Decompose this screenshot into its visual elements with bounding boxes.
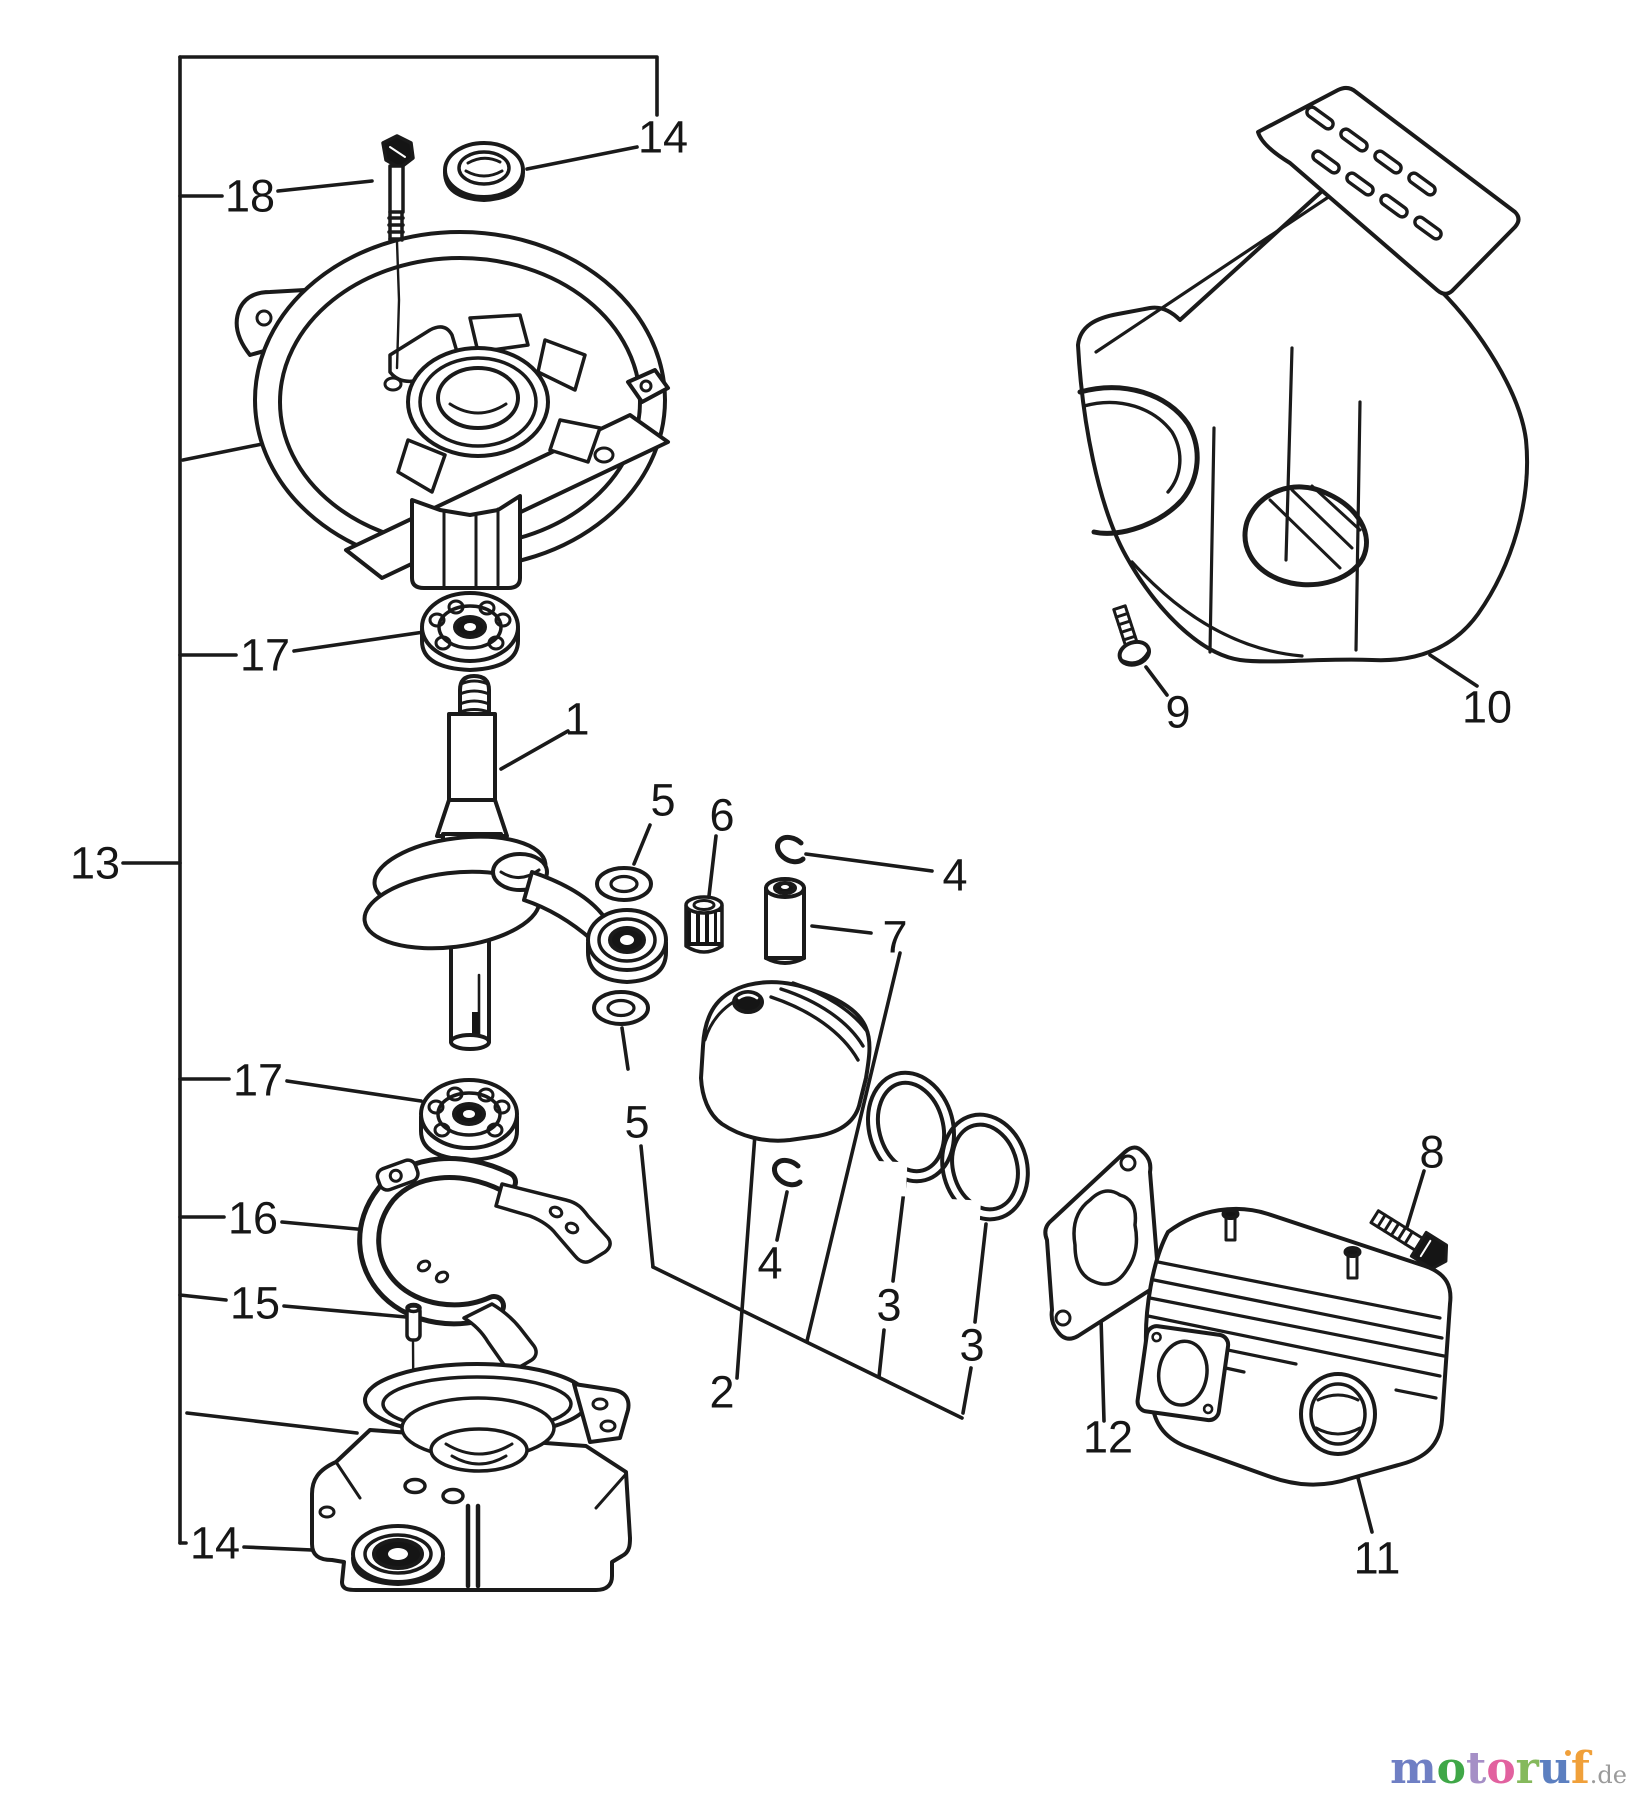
callout-1: 1 bbox=[564, 693, 590, 745]
logo-letter: m bbox=[1390, 1743, 1437, 1794]
piston-pin-7 bbox=[764, 877, 806, 965]
logo-letter: o bbox=[1436, 1743, 1466, 1794]
callout-3-left: 3 bbox=[876, 1279, 902, 1331]
bearing-17-upper bbox=[420, 591, 520, 672]
motoruf-logo: motoruf.de bbox=[1390, 1743, 1627, 1794]
callout-14-bottom: 14 bbox=[189, 1517, 241, 1569]
callout-3-right: 3 bbox=[959, 1319, 985, 1371]
callout-6: 6 bbox=[709, 789, 735, 841]
callout-2: 2 bbox=[709, 1366, 735, 1418]
logo-suffix: .de bbox=[1589, 1761, 1627, 1789]
gasket-12 bbox=[1043, 1145, 1161, 1341]
seal-14-bottom bbox=[351, 1524, 445, 1586]
logo-dot-icon bbox=[1565, 1750, 1571, 1756]
logo-letter: r bbox=[1515, 1743, 1539, 1794]
callout-13: 13 bbox=[69, 837, 121, 889]
needle-bearing-6 bbox=[684, 895, 724, 954]
fan-housing bbox=[234, 230, 670, 590]
piston-ring-3-right bbox=[940, 1112, 1030, 1235]
callout-18: 18 bbox=[224, 170, 276, 222]
callout-14-top: 14 bbox=[637, 111, 689, 163]
piston-ring-3-left bbox=[866, 1070, 956, 1197]
logo-letter: t bbox=[1465, 1743, 1487, 1794]
washer-5-upper bbox=[595, 866, 653, 902]
callout-10: 10 bbox=[1461, 681, 1513, 733]
screw-9 bbox=[1112, 604, 1151, 667]
logo-letter: o bbox=[1486, 1743, 1516, 1794]
callout-17-lower: 17 bbox=[232, 1054, 284, 1106]
muffler-cover-10 bbox=[1076, 85, 1530, 664]
conrod-big-end-bearing bbox=[586, 908, 668, 984]
seal-14-top bbox=[443, 141, 525, 202]
piston-2 bbox=[699, 980, 872, 1143]
callout-8: 8 bbox=[1419, 1126, 1445, 1178]
callout-16: 16 bbox=[227, 1192, 279, 1244]
callout-15: 15 bbox=[229, 1277, 281, 1329]
bolt-18 bbox=[381, 134, 415, 370]
callout-12: 12 bbox=[1082, 1411, 1134, 1463]
bearing-17-lower bbox=[419, 1078, 519, 1162]
callout-7: 7 bbox=[882, 911, 908, 963]
retainer-16 bbox=[357, 1156, 612, 1371]
callout-4-lower: 4 bbox=[757, 1237, 783, 1289]
washer-5-lower bbox=[592, 990, 650, 1026]
crankshaft-1 bbox=[362, 674, 607, 1051]
callout-11: 11 bbox=[1353, 1532, 1401, 1584]
circlip-4-lower bbox=[771, 1157, 803, 1188]
callout-5-upper: 5 bbox=[650, 774, 676, 826]
callout-9: 9 bbox=[1165, 686, 1191, 738]
circlip-4-upper bbox=[774, 834, 806, 865]
callout-4-upper: 4 bbox=[942, 849, 968, 901]
logo-letter: f bbox=[1570, 1743, 1590, 1794]
callout-17-upper: 17 bbox=[239, 629, 291, 681]
callout-lines bbox=[499, 653, 1479, 1534]
bracket-lines bbox=[121, 55, 659, 1554]
bolt-8 bbox=[1369, 1209, 1449, 1271]
callout-5-lower: 5 bbox=[624, 1096, 650, 1148]
cylinder-11 bbox=[1135, 1206, 1453, 1487]
